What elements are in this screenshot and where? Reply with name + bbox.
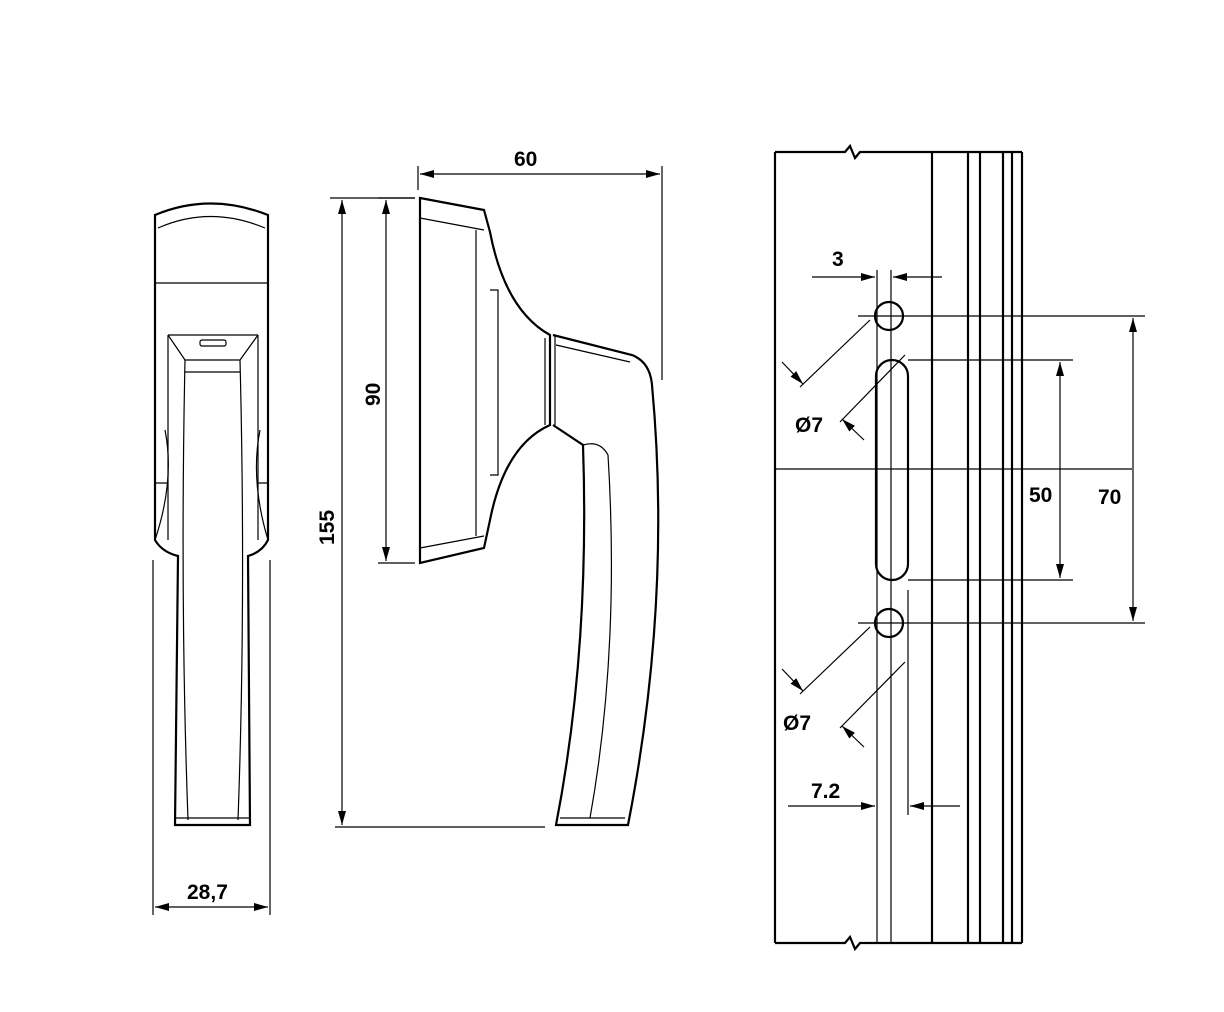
dimension-hole-top: Ø7 [781,319,906,441]
dimension-total-height: 155 [316,197,545,828]
dim-hole-top-label: Ø7 [795,414,823,437]
front-view [153,202,270,827]
dimension-width: 28,7 [152,560,271,915]
dim-depth-label: 60 [514,148,537,171]
dim-offset-label: 3 [832,248,844,271]
dim-width-label: 28,7 [187,881,228,904]
dim-base-height-label: 90 [362,383,385,406]
side-view [418,196,660,827]
slot [874,358,910,582]
dimension-depth: 60 [417,148,663,380]
dim-edge-label: 7.2 [811,780,840,803]
dim-hole-bottom-label: Ø7 [783,712,811,735]
dimension-edge: 7.2 [788,780,960,810]
dim-total-height-label: 155 [316,510,339,545]
dimension-offset: 3 [812,248,942,281]
dimension-slot: 50 [1029,362,1064,578]
profile-view [773,143,1132,952]
dim-slot-label: 50 [1029,484,1052,507]
dim-spacing-label: 70 [1098,486,1121,509]
dimension-hole-bottom: Ø7 [781,626,906,748]
dimension-spacing: 70 [1098,318,1137,621]
drill-holes [858,300,1145,639]
dimension-base-height: 90 [362,197,415,564]
